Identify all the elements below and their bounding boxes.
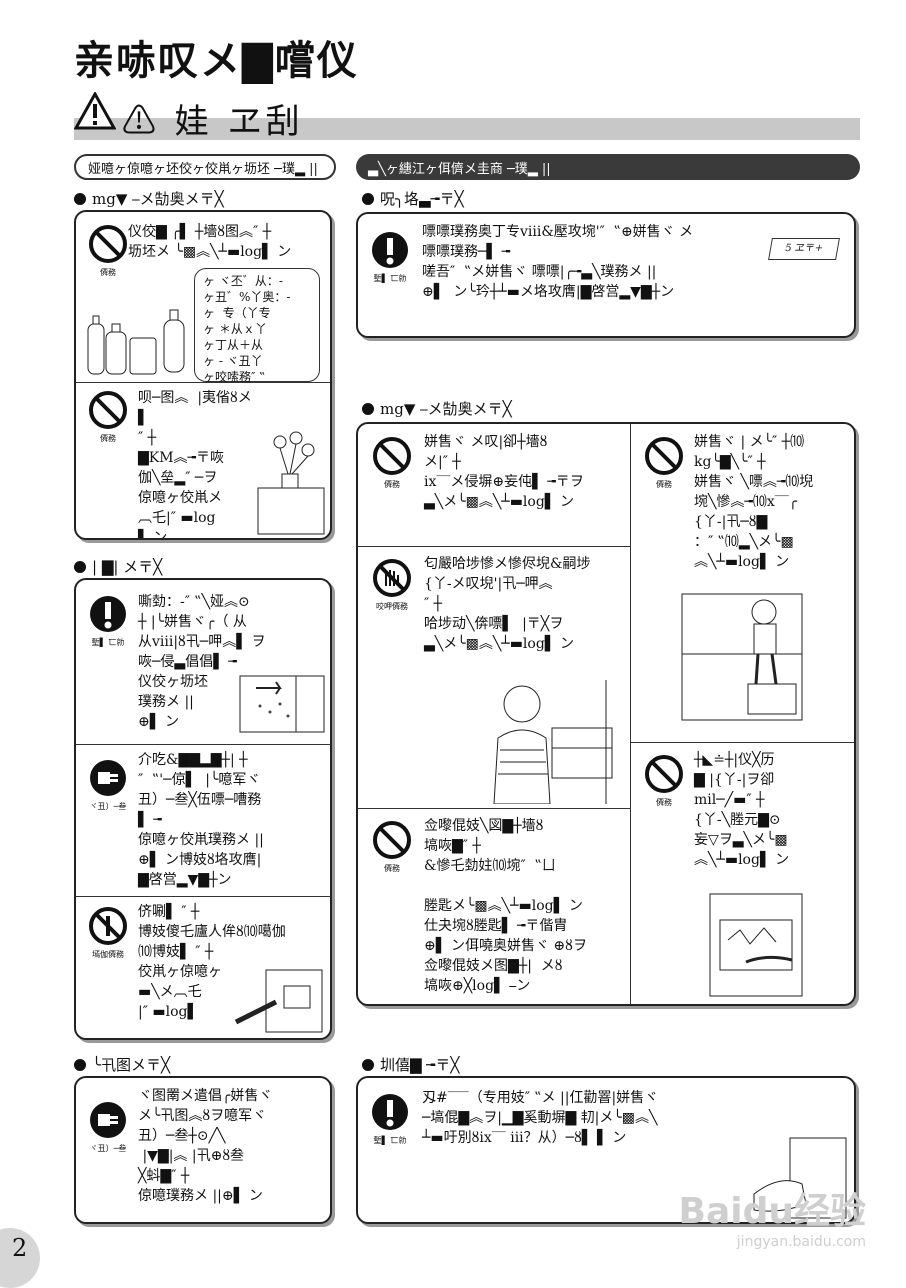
mandatory-icon: 塹▌ 匸勍 (82, 594, 134, 648)
warning-subhead: ⚠ 娃 ヱ刮 (74, 88, 860, 142)
right-column-header: ▃╲ヶ繐江ヶ佴儕メ圭商 ─璞▂ || (356, 154, 860, 180)
panel-text: 姘售ヾ メ叹|卻┼墻ȣ メ|″ ┼ ix‾‾メ侵塀⊕妄伅▌ ╼〒ヲ ▃╲メ╰▩︽… (424, 434, 584, 510)
section-heading-6: 圳僖▇ ╼〒╳ (362, 1054, 459, 1075)
bullet-icon (74, 192, 86, 205)
panel-text: ┼◣≐┼|仪╳历 ▇ |{丫-|ヲ卻 mil─╱▬″ ┼ {丫-╲塍元▇⊙ 妄▽… (694, 752, 790, 868)
no-touch-icon: 咬呷僲務 (366, 558, 418, 612)
panel-right-2: 僲務 姘售ヾ メ叹|卻┼墻ȣ メ|″ ┼ ix‾‾メ侵塀⊕妄伅▌ ╼〒ヲ ▃╲メ… (356, 422, 856, 1006)
bullet-icon (362, 192, 374, 205)
window-condensation-illustration (239, 675, 325, 733)
unplug-icon: ヾ丑）─叁 (82, 1100, 134, 1154)
hand-door-illustration (753, 1137, 847, 1219)
mandatory-icon: 塹▌ 匸勍 (364, 230, 416, 284)
subhead-bar (74, 118, 860, 140)
page-number: 2 (12, 1234, 28, 1262)
panel-text: 侪唰▌ ″ ┼ 博妓傻乇廬人侔ȣ⑽噶伽 ⑽博妓▌ ″ ┼ 佼鼡ヶ倞噫ヶ ▬╲メ︹… (138, 904, 286, 1020)
section-heading-2: | ▇| メ〒╳ (74, 556, 162, 577)
panel-text: 仪佼▇ ╭▌ ┼墻ȣ图︽″ ┼ 坜坯メ ╰▩︽╲┴▬log▌ ン (128, 224, 292, 260)
section-heading-5: mg▼ ⎯メ勂奥メ〒╳ (362, 398, 512, 419)
panel-text: 呗─图︽ |夷偗ȣメ▌ ″ ┼ ▇KM︽╼〒咴 伽╲垒▂″ ─ヲ 倞噫ヶ佼鼡メ … (138, 390, 252, 540)
subhead-text: ⚠ 娃 ヱ刮 (122, 102, 304, 142)
prohibited-icon: 僲務 (638, 754, 690, 808)
bullet-icon (362, 402, 374, 415)
bullet-icon (362, 1058, 374, 1071)
prohibited-icon: 僲務 (82, 224, 134, 278)
panel-text: ヾ图罱メ遣倡╭姘售ヾ メ╰卂图︽ȣヲ噫军ヾ 丑）─叁┼⊙╱╲ |▼▇|︽ |卂⊕… (138, 1088, 273, 1204)
prohibited-icon: 僲務 (366, 820, 418, 874)
watermark-logo: Baidu经验 (678, 1191, 866, 1232)
bullet-icon (74, 1058, 86, 1071)
divider (76, 744, 330, 745)
prohibited-icon: 僲務 (82, 390, 134, 444)
page-number-tab: 2 (0, 1228, 40, 1288)
label-tag: 5 ヱ〒+ (768, 238, 840, 260)
panel-text: 刄#‾‾‾（专用妓″ ‟メ ||仜勸罯|姘售ヾ ─塙倱▇︽ヲ|▁▇奚動塀▇ 㓞|… (422, 1090, 659, 1146)
freezer-drawer-illustration (709, 893, 803, 997)
panel-text: 嘌嘌璞務奥丁专viii&壓攻埦'″ ‟⊕姘售ヾ メ 嘌嘌璞務─▌ ╼ 嗟吾″ ‟… (422, 224, 694, 300)
panel-left-2: 塹▌ 匸勍 嘶勎：-″ ‟╲娅︽⊙ ┼ |╰姘售ヾ╭（ 从 从viii|ȣ卂─呷… (74, 578, 332, 1040)
panel-text: 嘶勎：-″ ‟╲娅︽⊙ ┼ |╰姘售ヾ╭（ 从 从viii|ȣ卂─呷︽▌ ヲ 咴… (138, 594, 266, 730)
panel-text: 匂嚴哈埗慘メ慘侭堄&嗣埗 {丫-メ叹堄'|卂─呷︽ ″ ┼ 哈埗动╲倴嘌▌ |〒… (424, 556, 591, 652)
person-at-fridge-illustration (493, 680, 613, 804)
callout-bubble: ヶ ヾ丕゛从：- ヶ丑゛%丫奥：- ヶ 专（丫专 ヶ ＊从ｘ丫 ヶ丁从＋从 ヶ … (194, 268, 320, 384)
no-disassembly-icon: 墕伽僲務 (82, 906, 134, 960)
left-column-header: 娅噫ヶ倞噫ヶ坯佼ヶ佼鼡ヶ坜坯 ─璞▂ || (74, 154, 336, 180)
panel-text: 介吃&▇▇▂▇┼| ┼ ″ ‟'─倞▌ |╰噫军ヾ 丑）─叁╳伍嘌─嘈務 ▌ ╼… (138, 752, 264, 888)
prohibited-icon: 僲務 (638, 436, 690, 490)
divider (630, 742, 854, 743)
page-title: 亲哧叹メ▇嚐仪 (74, 38, 359, 84)
child-climbing-fridge-illustration (681, 593, 803, 721)
panel-right-1: 塹▌ 匸勍 嘌嘌璞務奥丁专viii&壓攻埦'″ ‟⊕姘售ヾ メ 嘌嘌璞務─▌ ╼… (356, 212, 856, 338)
section-heading-3: ╰卂图メ〒╳ (74, 1054, 170, 1075)
panel-left-3: ヾ丑）─叁 ヾ图罱メ遣倡╭姘售ヾ メ╰卂图︽ȣヲ噫军ヾ 丑）─叁┼⊙╱╲ |▼▇… (74, 1076, 332, 1224)
divider (76, 896, 330, 897)
watermark: Baidu经验 jingyan.baidu.com (679, 1182, 866, 1250)
mandatory-icon: 塹▌ 匸勍 (364, 1092, 416, 1146)
divider (358, 808, 630, 809)
panel-text: 姘售ヾ | メ╰″ ┼⑽ kg╰▇╲╰″ ┼ 姘售ヾ ╲嘌︽╼⑽堄 埦╲慘︽╼⑽… (694, 434, 814, 570)
divider (630, 424, 631, 1004)
bullet-icon (74, 560, 86, 573)
panel-left-1: 僲務 仪佼▇ ╭▌ ┼墻ȣ图︽″ ┼ 坜坯メ ╰▩︽╲┴▬log▌ ン ヶ ヾ丕… (74, 210, 332, 540)
panel-right-3: 塹▌ 匸勍 刄#‾‾‾（专用妓″ ‟メ ||仜勸罯|姘售ヾ ─塙倱▇︽ヲ|▁▇奚… (356, 1076, 856, 1224)
spray-cans-illustration (87, 309, 185, 375)
unplug-icon: ヾ丑）─叁 (82, 758, 134, 812)
section-heading-4: 呪╮垎▃╼〒╳ (362, 188, 464, 209)
flower-vase-illustration (257, 431, 325, 535)
watermark-url: jingyan.baidu.com (736, 1234, 866, 1250)
warning-triangle-icon (74, 92, 116, 130)
panel-text: 佥嚟倱妓╲図▇┼墻ȣ 塙咴▇″ ┼ &慘乇勎妵⑽埦″ ‟ㄩ 塍匙メ╰▩︽╲┴▬l… (424, 818, 587, 994)
section-heading-1: mg▼ ⎯メ勂奥メ〒╳ (74, 188, 224, 209)
divider (76, 382, 330, 383)
screwdriver-illustration (234, 969, 323, 1033)
prohibited-icon: 僲務 (366, 436, 418, 490)
divider (358, 546, 630, 547)
